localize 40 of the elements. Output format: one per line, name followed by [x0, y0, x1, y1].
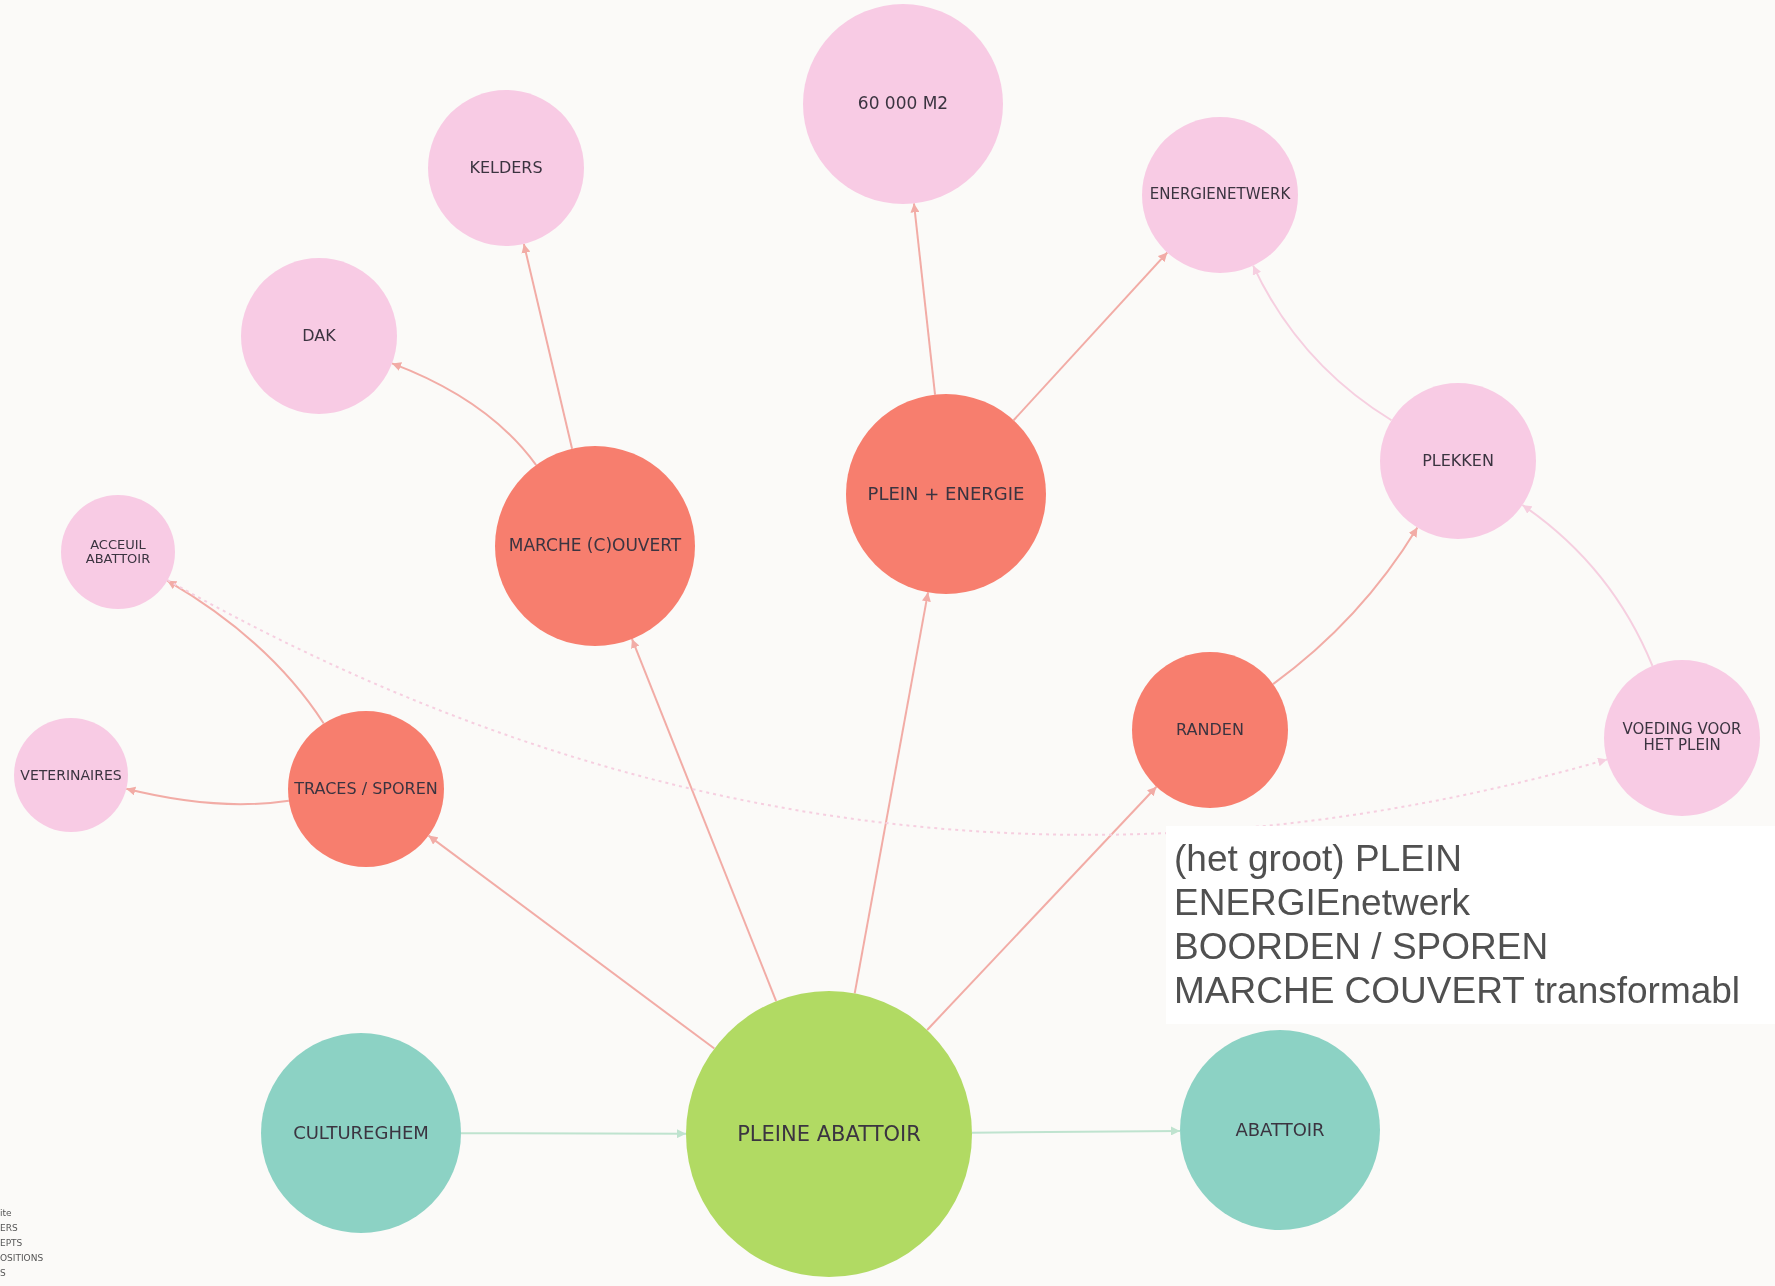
- arrow: [427, 834, 716, 1050]
- arrow: [1272, 526, 1419, 686]
- arrow: [971, 1126, 1181, 1136]
- note-line: MARCHE COUVERT transformabl: [1174, 969, 1741, 1013]
- node-label: 60 000 M2: [856, 95, 950, 113]
- note-line: BOORDEN / SPOREN: [1174, 925, 1549, 969]
- node-label: PLEIN + ENERGIE: [866, 484, 1026, 504]
- legend-text: OSITIONS: [0, 1252, 44, 1265]
- note-line: (het groot) PLEIN: [1174, 837, 1462, 881]
- node-label: KELDERS: [468, 159, 544, 177]
- node-label: RANDEN: [1175, 721, 1245, 739]
- arrow: [125, 786, 290, 806]
- arrow: [1012, 251, 1169, 422]
- node-label: DAK: [301, 327, 337, 345]
- arrow: [853, 591, 931, 995]
- legend-text: S: [0, 1267, 6, 1280]
- legend-text: ERS: [0, 1222, 18, 1235]
- node-label: TRACES / SPOREN: [293, 780, 439, 798]
- node-label: VOEDING VOOR HET PLEIN: [1621, 722, 1743, 754]
- legend-text: EPTS: [0, 1237, 23, 1250]
- dotted-connector: [166, 579, 1608, 836]
- arrow: [166, 579, 325, 725]
- arrow: [1252, 264, 1393, 422]
- node-label: ENERGIENETWERK: [1148, 187, 1292, 203]
- arrow: [521, 242, 574, 450]
- node-label: PLEINE ABATTOIR: [736, 1122, 922, 1145]
- arrow: [926, 785, 1158, 1031]
- arrow: [1521, 504, 1654, 667]
- legend-text: ite: [0, 1207, 12, 1220]
- arrow: [391, 362, 538, 467]
- arrow: [460, 1129, 687, 1139]
- node-label: PLEKKEN: [1421, 452, 1495, 470]
- arrow: [910, 202, 937, 396]
- node-label: CULTUREGHEM: [292, 1123, 430, 1143]
- node-label: ABATTOIR: [1234, 1120, 1326, 1140]
- node-label: ACCEUIL ABATTOIR: [84, 538, 152, 566]
- note-line: ENERGIEnetwerk: [1174, 881, 1471, 925]
- arrow: [631, 637, 778, 1003]
- node-label: VETERINAIRES: [19, 767, 123, 783]
- node-label: MARCHE (C)OUVERT: [507, 537, 683, 555]
